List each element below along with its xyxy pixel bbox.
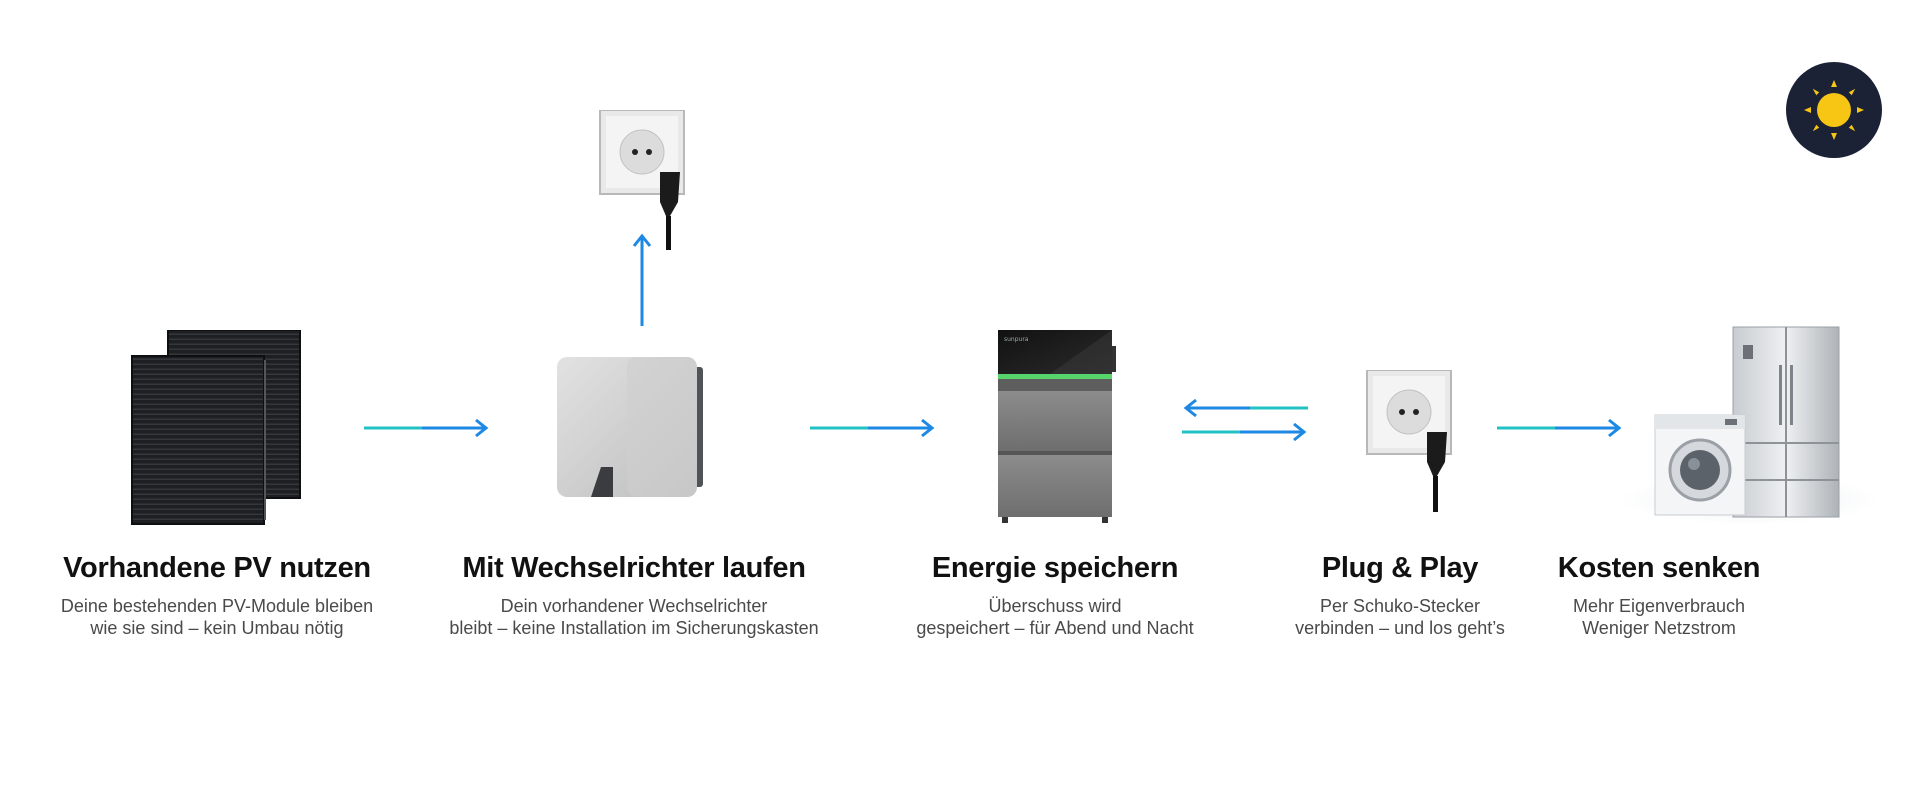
step-5-desc-line-1: Mehr Eigenverbrauch — [1572, 596, 1746, 616]
sun-icon — [1786, 62, 1882, 158]
step-1-desc-line-1: Deine bestehenden PV-Module bleiben — [60, 596, 374, 616]
arrow-up — [630, 232, 654, 328]
step-4-desc-line-2: verbinden – und los geht’s — [1295, 618, 1505, 638]
arrow-right-3 — [1180, 420, 1310, 444]
step-1-description: Deine bestehenden PV-Module bleiben wie … — [7, 595, 427, 639]
step-2-desc-line-1: Dein vorhandener Wechselrichter — [500, 596, 768, 616]
step-5-title: Kosten senken — [1557, 552, 1761, 584]
step-3-description: Überschuss wird gespeichert – für Abend … — [845, 595, 1265, 639]
household-appliances-icon — [1615, 325, 1880, 525]
step-4-description: Per Schuko-Stecker verbinden – und los g… — [1190, 595, 1610, 639]
step-3-desc-line-1: Überschuss wird — [988, 596, 1122, 616]
inverter-icon — [555, 355, 710, 500]
battery-brand-label: sunpura — [1004, 336, 1029, 343]
arrow-left — [1180, 396, 1310, 420]
step-4-desc-line-1: Per Schuko-Stecker — [1319, 596, 1481, 616]
step-2-desc-line-2: bleibt – keine Installation im Sicherung… — [449, 618, 819, 638]
arrow-right-1 — [362, 416, 492, 440]
step-5-desc-line-2: Weniger Netzstrom — [1582, 618, 1736, 638]
step-3-title: Energie speichern — [931, 552, 1179, 584]
step-1-desc-line-2: wie sie sind – kein Umbau nötig — [90, 618, 344, 638]
wall-socket-icon — [598, 110, 698, 252]
arrow-right-2 — [808, 416, 938, 440]
step-3-desc-line-2: gespeichert – für Abend und Nacht — [916, 618, 1194, 638]
step-1-title: Vorhandene PV nutzen — [63, 552, 371, 584]
step-5-description: Mehr Eigenverbrauch Weniger Netzstrom — [1449, 595, 1869, 639]
sun-badge — [1786, 62, 1882, 158]
solar-panels-icon — [128, 330, 308, 525]
arrow-right-4 — [1495, 416, 1625, 440]
schuko-socket-plug-icon — [1365, 370, 1465, 515]
step-4-title: Plug & Play — [1321, 552, 1479, 584]
step-2-description: Dein vorhandener Wechselrichter bleibt –… — [424, 595, 844, 639]
step-2-title: Mit Wechselrichter laufen — [462, 552, 806, 584]
battery-storage-icon: sunpura — [990, 328, 1125, 525]
